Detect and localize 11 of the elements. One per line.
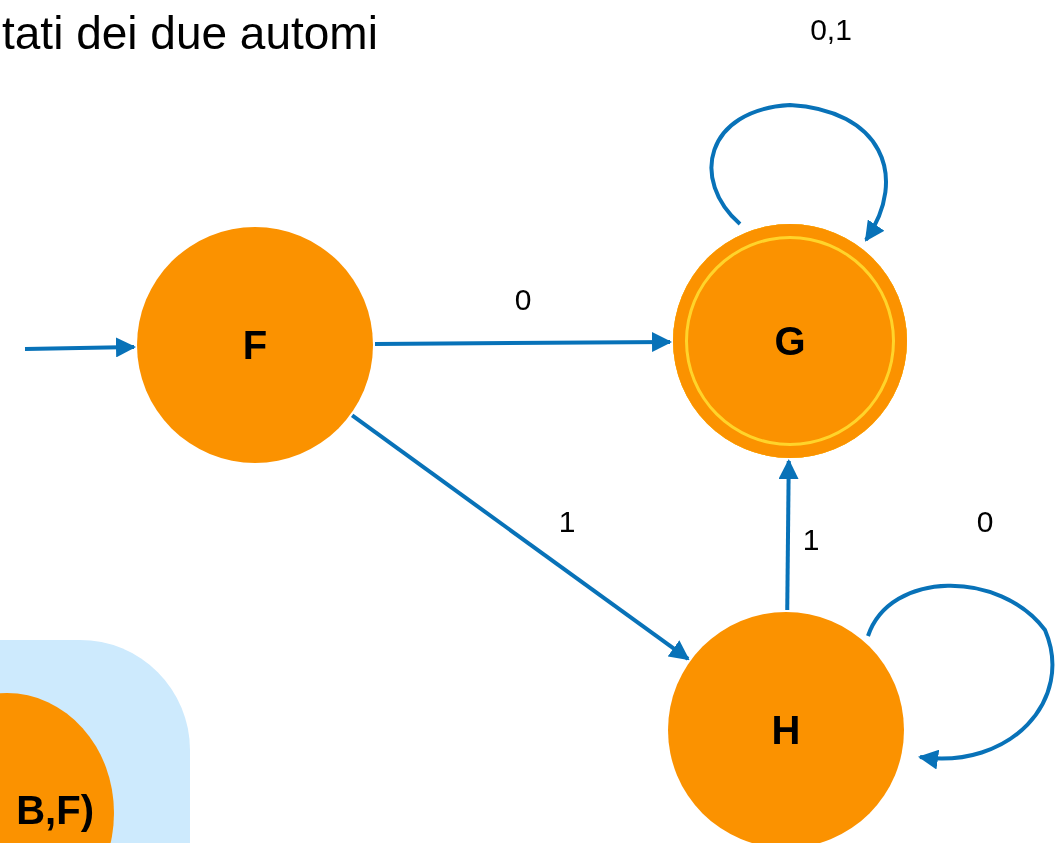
- transition-arrow: [709, 103, 888, 242]
- state-label: G: [774, 318, 806, 364]
- state-label: H: [771, 707, 801, 753]
- transition-arrow: [778, 459, 799, 611]
- transition-arrow: [375, 332, 672, 353]
- title: tati dei due automi: [2, 6, 378, 60]
- transition-arrow: [24, 337, 136, 358]
- transition-arrow: [350, 413, 690, 661]
- state-label: F: [242, 322, 268, 368]
- transition-arrow: [866, 583, 1055, 769]
- state-label: B,F): [16, 788, 94, 833]
